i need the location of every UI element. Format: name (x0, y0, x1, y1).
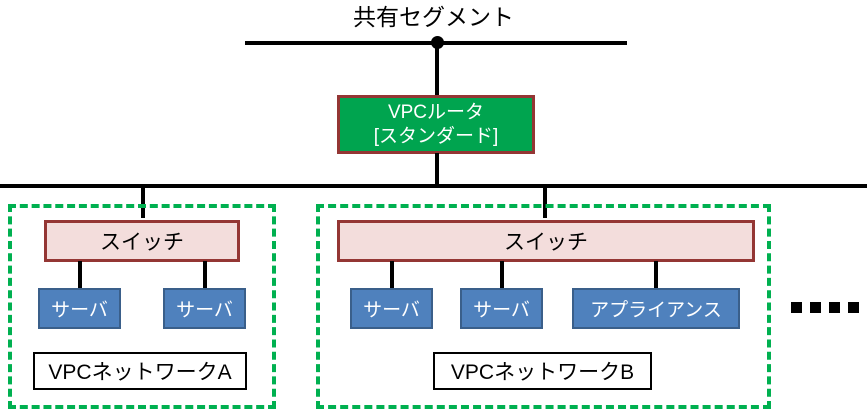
server-a-2-node[interactable]: サーバ (163, 288, 246, 329)
more-networks-ellipsis-icon (791, 302, 867, 313)
vpc-network-b-container (316, 204, 771, 409)
wire-switch-a-to-server-2 (203, 261, 207, 289)
shared-segment-title: 共有セグメント (353, 4, 514, 30)
wire-switch-b-to-server-2 (500, 261, 504, 289)
vpc-router-node[interactable]: VPCルータ [スタンダード] (337, 95, 535, 154)
server-b-1-node[interactable]: サーバ (350, 288, 433, 329)
switch-b-label: スイッチ (504, 231, 588, 254)
ellipsis-dot (829, 302, 840, 313)
vpc-network-b-label: VPCネットワークB (433, 352, 652, 390)
ellipsis-dot (810, 302, 821, 313)
server-a-2-label: サーバ (176, 300, 233, 321)
appliance-b-label: アプライアンス (590, 300, 722, 321)
vpc-network-a-container (8, 204, 276, 409)
vpc-network-b-label-text: VPCネットワークB (450, 361, 635, 384)
appliance-b-node[interactable]: アプライアンス (572, 288, 740, 329)
vpc-network-a-label: VPCネットワークA (33, 352, 247, 390)
switch-a-node[interactable]: スイッチ (44, 220, 240, 262)
switch-a-label: スイッチ (100, 231, 184, 254)
server-a-1-label: サーバ (51, 300, 108, 321)
server-a-1-node[interactable]: サーバ (38, 288, 121, 329)
server-b-2-node[interactable]: サーバ (460, 288, 543, 329)
wire-router-to-main-bus (435, 153, 439, 186)
ellipsis-dot (791, 302, 802, 313)
ellipsis-dot (848, 302, 859, 313)
server-b-2-label: サーバ (473, 300, 530, 321)
wire-switch-b-to-server-1 (390, 261, 394, 289)
wire-switch-b-to-appliance (654, 261, 658, 289)
wire-shared-segment-to-router (435, 43, 439, 97)
wire-switch-a-to-server-1 (78, 261, 82, 289)
server-b-1-label: サーバ (363, 300, 420, 321)
shared-segment-connection-dot (431, 36, 444, 49)
switch-b-node[interactable]: スイッチ (337, 220, 755, 262)
vpc-internal-bus-line (0, 184, 867, 188)
vpc-network-a-label-text: VPCネットワークA (48, 361, 232, 384)
wire-bus-to-switch-a (141, 186, 145, 218)
wire-bus-to-switch-b (543, 186, 547, 218)
vpc-router-label: VPCルータ [スタンダード] (373, 101, 499, 147)
